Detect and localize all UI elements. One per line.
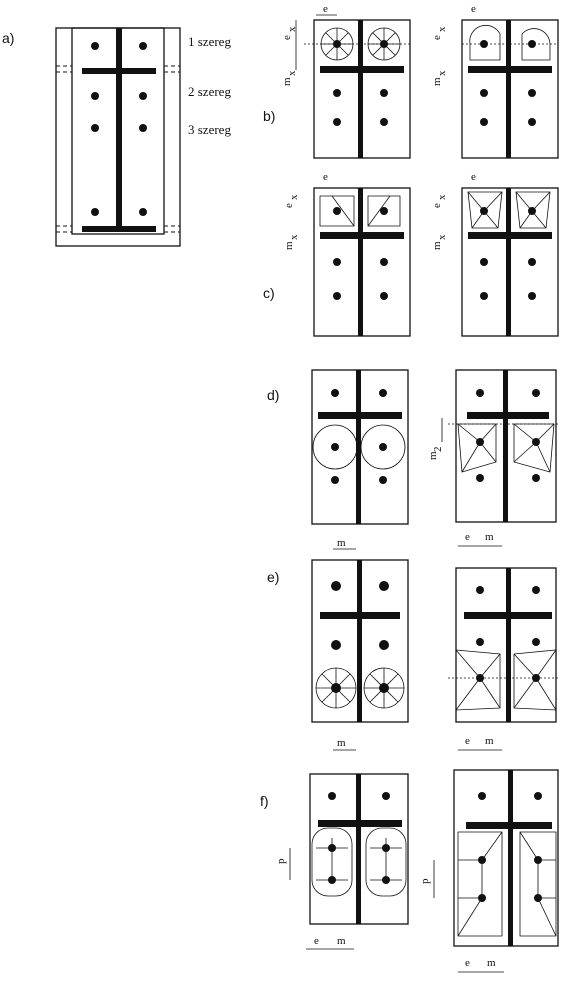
end-plate-b-left xyxy=(304,19,411,159)
svg-text:m: m xyxy=(427,451,439,460)
dim-e-f-left: e xyxy=(314,935,319,947)
svg-text:m: m xyxy=(281,77,293,86)
end-plate-f-right xyxy=(453,769,559,947)
svg-text:e: e xyxy=(431,35,443,40)
row-label-1: 1 szereg xyxy=(188,34,231,49)
svg-text:e: e xyxy=(283,203,295,208)
dim-e-d-right: e xyxy=(465,531,470,543)
dim-p-f-right: p xyxy=(419,878,431,884)
row-label-3: 3 szereg xyxy=(188,122,231,137)
panel-label-f: f) xyxy=(260,793,269,809)
dim-e-e-right: e xyxy=(465,735,470,747)
dim-mx-c-right: m x xyxy=(431,234,448,250)
panel-label-b: b) xyxy=(263,108,275,124)
dim-p-f-left: p xyxy=(275,858,287,864)
panel-label-e: e) xyxy=(267,569,279,585)
dim-m-e-right: m xyxy=(485,735,494,747)
dim-mx-c-left: m x xyxy=(283,234,300,250)
row-label-2: 2 szereg xyxy=(188,84,231,99)
dim-m-e-left: m xyxy=(337,737,346,749)
dim-m-d-right: m xyxy=(485,531,494,543)
svg-text:x: x xyxy=(286,26,298,32)
svg-text:x: x xyxy=(288,194,300,200)
end-plate-b-right xyxy=(461,19,559,159)
dim-e-f-right: e xyxy=(465,957,470,969)
svg-text:x: x xyxy=(288,234,300,240)
svg-text:x: x xyxy=(436,70,448,76)
dim-e-c-right: e xyxy=(471,171,476,183)
dim-e-c-left: e xyxy=(323,171,328,183)
panel-label-a: a) xyxy=(2,30,14,46)
svg-text:e: e xyxy=(431,203,443,208)
end-plate-f-left xyxy=(309,773,409,925)
end-plate-c-right xyxy=(461,187,559,337)
svg-text:e: e xyxy=(281,35,293,40)
dim-m2-d-right: m 2 xyxy=(427,418,444,460)
dim-ex-c-left: e x xyxy=(283,194,300,208)
panel-label-c: c) xyxy=(263,285,275,301)
dim-mx-b-left: m x xyxy=(281,44,298,86)
dim-m-f-left: m xyxy=(337,935,346,947)
svg-text:m: m xyxy=(431,241,443,250)
dim-e-b-left: e xyxy=(323,3,328,15)
end-plate-e-left xyxy=(311,559,409,723)
svg-text:m: m xyxy=(431,77,443,86)
dim-ex-b-left: e x xyxy=(281,20,298,44)
svg-text:2: 2 xyxy=(432,447,444,453)
dim-ex-b-right: e x xyxy=(431,26,448,40)
end-plate-diagram-a xyxy=(55,27,181,247)
end-plate-c-left xyxy=(313,187,411,337)
end-plate-d-left xyxy=(311,369,409,525)
dim-m-f-right: m xyxy=(487,957,496,969)
end-plate-d-right xyxy=(448,369,560,523)
dim-mx-b-right: m x xyxy=(431,70,448,86)
dim-ex-c-right: e x xyxy=(431,194,448,208)
svg-text:x: x xyxy=(436,234,448,240)
dim-e-b-right: e xyxy=(471,3,476,15)
svg-text:x: x xyxy=(436,194,448,200)
end-plate-e-right xyxy=(448,567,560,723)
svg-text:x: x xyxy=(436,26,448,32)
panel-label-d: d) xyxy=(267,387,279,403)
dim-m-d-left: m xyxy=(337,537,346,549)
svg-text:m: m xyxy=(283,241,295,250)
svg-text:x: x xyxy=(286,70,298,76)
